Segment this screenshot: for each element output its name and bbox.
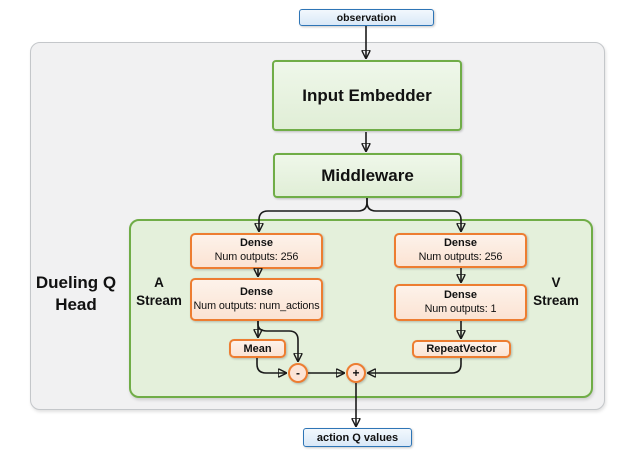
observation-node: observation (299, 9, 434, 26)
dense-subtitle: Num outputs: num_actions (193, 299, 320, 312)
v-stream-dense-2-node: Dense Num outputs: 1 (394, 284, 527, 321)
repeat-vector-label: RepeatVector (426, 343, 497, 355)
dense-subtitle: Num outputs: 1 (424, 302, 497, 315)
minus-label: - (296, 366, 300, 380)
observation-label: observation (336, 11, 397, 24)
v-stream-dense-1-node: Dense Num outputs: 256 (394, 233, 527, 268)
dense-title: Dense (443, 288, 478, 301)
input-embedder-node: Input Embedder (272, 60, 462, 131)
dueling-q-head-label: Dueling Q Head (35, 273, 117, 315)
action-q-values-label: action Q values (316, 431, 399, 444)
a-stream-dense-2-node: Dense Num outputs: num_actions (190, 278, 323, 321)
middleware-node: Middleware (273, 153, 462, 198)
a-stream-dense-1-node: Dense Num outputs: 256 (190, 233, 323, 269)
dense-title: Dense (239, 237, 274, 250)
add-operator-node: + (346, 363, 366, 383)
dense-subtitle: Num outputs: 256 (214, 251, 299, 264)
a-stream-label: A Stream (136, 275, 182, 309)
middleware-label: Middleware (321, 165, 414, 185)
mean-label: Mean (243, 342, 272, 355)
v-stream-label: V Stream (533, 275, 579, 309)
input-embedder-label: Input Embedder (302, 85, 432, 105)
dense-title: Dense (239, 285, 274, 298)
plus-label: + (352, 366, 360, 380)
repeat-vector-node: RepeatVector (412, 340, 511, 358)
dense-subtitle: Num outputs: 256 (418, 250, 503, 263)
subtract-operator-node: - (288, 363, 308, 383)
dense-title: Dense (443, 236, 478, 249)
mean-node: Mean (229, 339, 286, 358)
action-q-values-node: action Q values (303, 428, 412, 447)
